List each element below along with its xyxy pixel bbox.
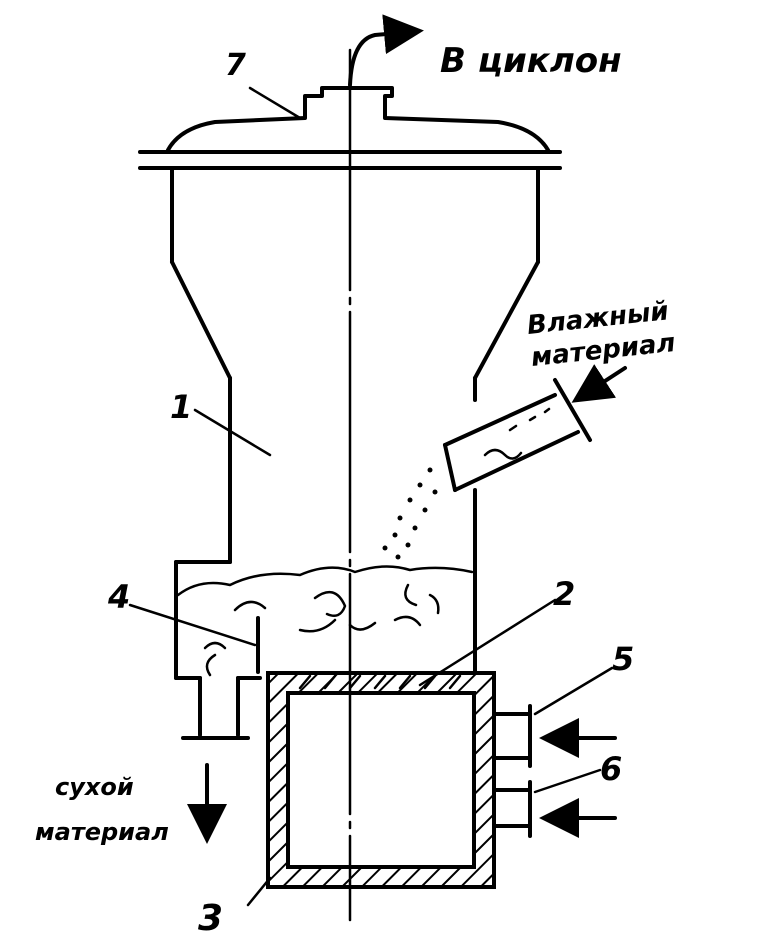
label-3: 3 bbox=[198, 898, 223, 939]
falling-particles bbox=[382, 467, 438, 560]
cyclone-label: В циклон bbox=[440, 41, 622, 81]
text-labels: В циклон Влажный материал сухой материал… bbox=[35, 41, 677, 939]
material-bed bbox=[176, 565, 474, 677]
arrows bbox=[187, 14, 627, 844]
label-6: 6 bbox=[600, 750, 622, 788]
dry-material-label-line1: сухой bbox=[55, 773, 134, 801]
inlet-nozzles bbox=[492, 704, 532, 838]
label-7: 7 bbox=[225, 48, 246, 83]
label-5: 5 bbox=[612, 640, 634, 678]
lower-body bbox=[174, 560, 262, 740]
leader-lines bbox=[128, 86, 614, 907]
feed-chute bbox=[443, 378, 592, 492]
wet-material-arrow bbox=[571, 364, 627, 403]
air-chamber bbox=[266, 671, 496, 889]
label-1: 1 bbox=[170, 388, 192, 426]
label-2: 2 bbox=[553, 575, 575, 613]
upper-body bbox=[170, 166, 540, 674]
exhaust-arrow bbox=[348, 14, 424, 87]
label-4: 4 bbox=[107, 578, 130, 616]
dry-material-label-line2: материал bbox=[35, 818, 169, 846]
